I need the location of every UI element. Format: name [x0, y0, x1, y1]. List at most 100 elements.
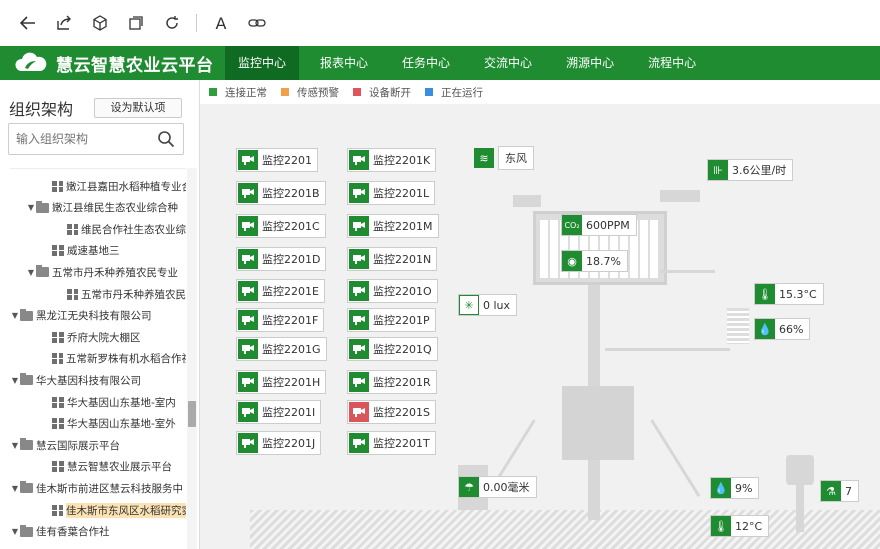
legend-item: 设备断开: [353, 85, 411, 100]
air-humidity-sensor[interactable]: 💧 66%: [754, 318, 811, 340]
folder-icon: [36, 200, 49, 213]
tree-node[interactable]: ▼佳木斯市前进区慧云科技服务中: [10, 478, 186, 498]
tree-scrollbar[interactable]: [187, 168, 197, 549]
tree-node[interactable]: 五常市丹禾种养殖农民农: [10, 284, 186, 304]
camera-item[interactable]: 监控2201L: [347, 181, 436, 205]
tab-monitor[interactable]: 监控中心: [225, 46, 300, 80]
co2-sensor[interactable]: CO₂ 600PPM: [561, 214, 637, 236]
legend-swatch: [353, 88, 361, 96]
wind-speed-value: 3.6公里/时: [732, 164, 787, 177]
camera-item[interactable]: 监控2201D: [236, 247, 327, 271]
collapse-arrow-icon[interactable]: ▼: [11, 483, 19, 493]
scrollbar-thumb[interactable]: [188, 401, 196, 427]
wind-direction-sensor[interactable]: ≋ 东风: [474, 146, 534, 170]
legend-label: 正在运行: [441, 86, 483, 99]
link-icon[interactable]: [239, 5, 275, 41]
soil-temp-sensor[interactable]: 🌡 12°C: [710, 515, 770, 537]
tab-task[interactable]: 任务中心: [402, 56, 451, 70]
camera-label: 监控2201: [262, 154, 312, 167]
humidity-sensor[interactable]: ◉ 18.7%: [561, 250, 628, 272]
camera-label: 监控2201P: [373, 314, 430, 327]
copy-icon[interactable]: [118, 5, 154, 41]
wind-direction-icon: ≋: [474, 148, 494, 168]
tree-node-label: 慧云国际展示平台: [36, 439, 120, 452]
camera-item[interactable]: 监控2201H: [236, 370, 327, 394]
collapse-arrow-icon[interactable]: ▼: [11, 375, 19, 385]
share-icon[interactable]: [46, 5, 82, 41]
camera-item[interactable]: 监控2201J: [236, 431, 322, 455]
tree-node[interactable]: 威速基地三: [10, 241, 186, 261]
camera-label: 监控2201B: [262, 187, 320, 200]
tree-node[interactable]: ▼嫩江县维民生态农业综合种: [10, 198, 186, 218]
camera-label: 监控2201D: [262, 253, 321, 266]
tree-node[interactable]: ▼黑龙江无央科技有限公司: [10, 306, 186, 326]
collapse-arrow-icon[interactable]: ▼: [27, 203, 35, 213]
camera-item[interactable]: 监控2201C: [236, 214, 326, 238]
camera-icon: [349, 310, 369, 330]
legend-label: 连接正常: [225, 86, 267, 99]
eye-icon: ◉: [562, 251, 582, 271]
camera-item[interactable]: 监控2201T: [347, 431, 436, 455]
tree-node-label: 威速基地三: [67, 245, 120, 258]
camera-item[interactable]: 监控2201S: [347, 400, 436, 424]
wind-speed-sensor[interactable]: ⊪ 3.6公里/时: [707, 159, 794, 181]
tree-node[interactable]: ▼ 慧云国际展示平台: [10, 435, 186, 455]
camera-item[interactable]: 监控2201M: [347, 214, 439, 238]
tree-node[interactable]: 五常新罗株有机水稻合作社: [10, 349, 186, 369]
camera-item[interactable]: 监控2201K: [347, 148, 437, 172]
set-default-button[interactable]: 设为默认项: [94, 98, 182, 118]
tree-node[interactable]: 乔府大院大棚区: [10, 327, 186, 347]
air-temp-sensor[interactable]: 🌡 15.3°C: [754, 283, 824, 305]
back-icon[interactable]: [10, 5, 46, 41]
tab-exchange[interactable]: 交流中心: [484, 56, 533, 70]
collapse-arrow-icon[interactable]: ▼: [11, 527, 19, 537]
refresh-icon[interactable]: [154, 5, 190, 41]
camera-icon: [238, 372, 258, 392]
cube-icon[interactable]: [82, 5, 118, 41]
rain-sensor[interactable]: ☂ 0.00毫米: [458, 476, 537, 498]
tree-node[interactable]: 华大基因山东基地-室内: [10, 392, 186, 412]
tree-node-label: 维民合作社生态农业综合: [81, 223, 186, 236]
camera-item[interactable]: 监控2201B: [236, 181, 326, 205]
tab-report[interactable]: 报表中心: [320, 56, 369, 70]
camera-item[interactable]: 监控2201Q: [347, 337, 438, 361]
camera-label: 监控2201C: [262, 220, 320, 233]
tree-node-label: 佳有香葉合作社: [36, 526, 110, 539]
tree-node[interactable]: 嫩江县嘉田水稻种植专业合: [10, 176, 186, 196]
tree-node[interactable]: 佳木斯市东风区水稻研究实: [10, 500, 186, 520]
tree-node[interactable]: 维民合作社生态农业综合: [10, 219, 186, 239]
tree-node[interactable]: ▼五常市丹禾种养殖农民专业: [10, 262, 186, 282]
camera-item[interactable]: 监控2201R: [347, 370, 437, 394]
search-icon[interactable]: [157, 130, 175, 152]
soil-moisture-sensor[interactable]: 💧 9%: [710, 477, 760, 499]
camera-item[interactable]: 监控2201G: [236, 337, 327, 361]
sidebar: 组织架构 设为默认项 嫩江县嘉田水稻种植专业合▼嫩江县维民生态农业综合种维民合作…: [0, 80, 200, 549]
camera-item[interactable]: 监控2201N: [347, 247, 438, 271]
collapse-arrow-icon[interactable]: ▼: [11, 311, 19, 321]
camera-item[interactable]: 监控2201F: [236, 308, 325, 332]
tree-node[interactable]: ▼华大基因科技有限公司: [10, 370, 186, 390]
collapse-arrow-icon[interactable]: ▼: [11, 440, 19, 450]
folder-icon: [20, 438, 33, 451]
tree-node[interactable]: 慧云智慧农业展示平台: [10, 457, 186, 477]
tab-trace[interactable]: 溯源中心: [566, 56, 615, 70]
camera-item[interactable]: 监控2201P: [347, 308, 436, 332]
camera-item[interactable]: 监控2201I: [236, 400, 322, 424]
light-sensor[interactable]: ✳ 0 lux: [458, 294, 518, 316]
grid-node-icon: [67, 223, 79, 235]
camera-icon: [349, 339, 369, 359]
org-search-input[interactable]: [9, 124, 149, 154]
camera-item[interactable]: 监控2201O: [347, 279, 438, 303]
tab-flow[interactable]: 流程中心: [648, 56, 697, 70]
camera-item[interactable]: 监控2201: [236, 148, 318, 172]
camera-item[interactable]: 监控2201E: [236, 279, 325, 303]
camera-icon: [238, 183, 258, 203]
collapse-arrow-icon[interactable]: ▼: [27, 267, 35, 277]
soil-ph-sensor[interactable]: ⚗ 7: [820, 480, 859, 502]
tree-node[interactable]: ▼ 佳有香葉合作社: [10, 522, 186, 542]
font-icon[interactable]: A: [215, 13, 227, 33]
tree-node-label: 华大基因山东基地-室内: [67, 396, 176, 409]
camera-label: 监控2201E: [262, 285, 319, 298]
tree-node[interactable]: 华大基因山东基地-室外: [10, 414, 186, 434]
